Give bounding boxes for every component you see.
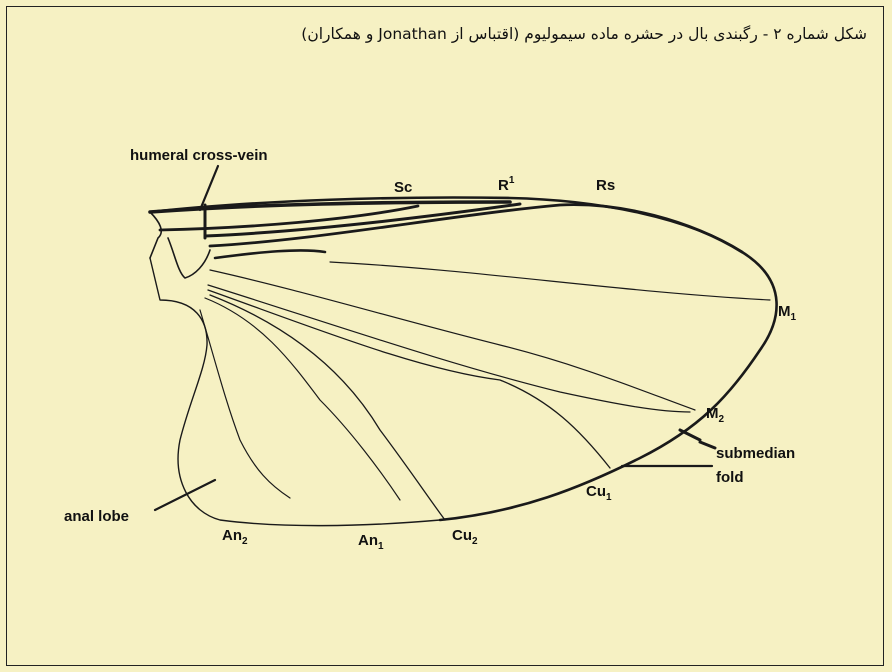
label-an2: An2: [222, 527, 248, 547]
vein-cu1: [208, 290, 610, 468]
label-cu1: Cu1: [586, 483, 612, 503]
vein-m1: [330, 262, 770, 300]
label-cu2: Cu2: [452, 527, 478, 547]
vein-basal-curve: [168, 238, 210, 278]
vein-rs: [210, 205, 742, 252]
label-anal-lobe: anal lobe: [64, 508, 129, 525]
label-humeral-cross-vein: humeral cross-vein: [130, 147, 268, 164]
label-sc: Sc: [394, 179, 412, 196]
vein-an1: [205, 298, 400, 500]
label-an1: An1: [358, 532, 384, 552]
submedian-fold-marks: [680, 430, 715, 448]
wing-trailing-edge: [150, 258, 440, 526]
label-r1: R1: [498, 175, 515, 194]
label-m1: M1: [778, 303, 797, 323]
pointer-anal-lobe: [155, 480, 215, 510]
vein-m-stem: [210, 270, 695, 410]
vein-m2: [208, 285, 690, 412]
label-m2: M2: [706, 405, 725, 425]
wing-leading-edge: [150, 198, 777, 520]
vein-an2: [200, 310, 290, 498]
pointer-humeral: [200, 166, 218, 210]
wing-base-outline: [150, 212, 161, 258]
label-fold: fold: [716, 469, 744, 486]
label-rs: Rs: [596, 177, 615, 194]
label-submedian: submedian: [716, 445, 795, 462]
vein-radial-link: [215, 250, 325, 258]
